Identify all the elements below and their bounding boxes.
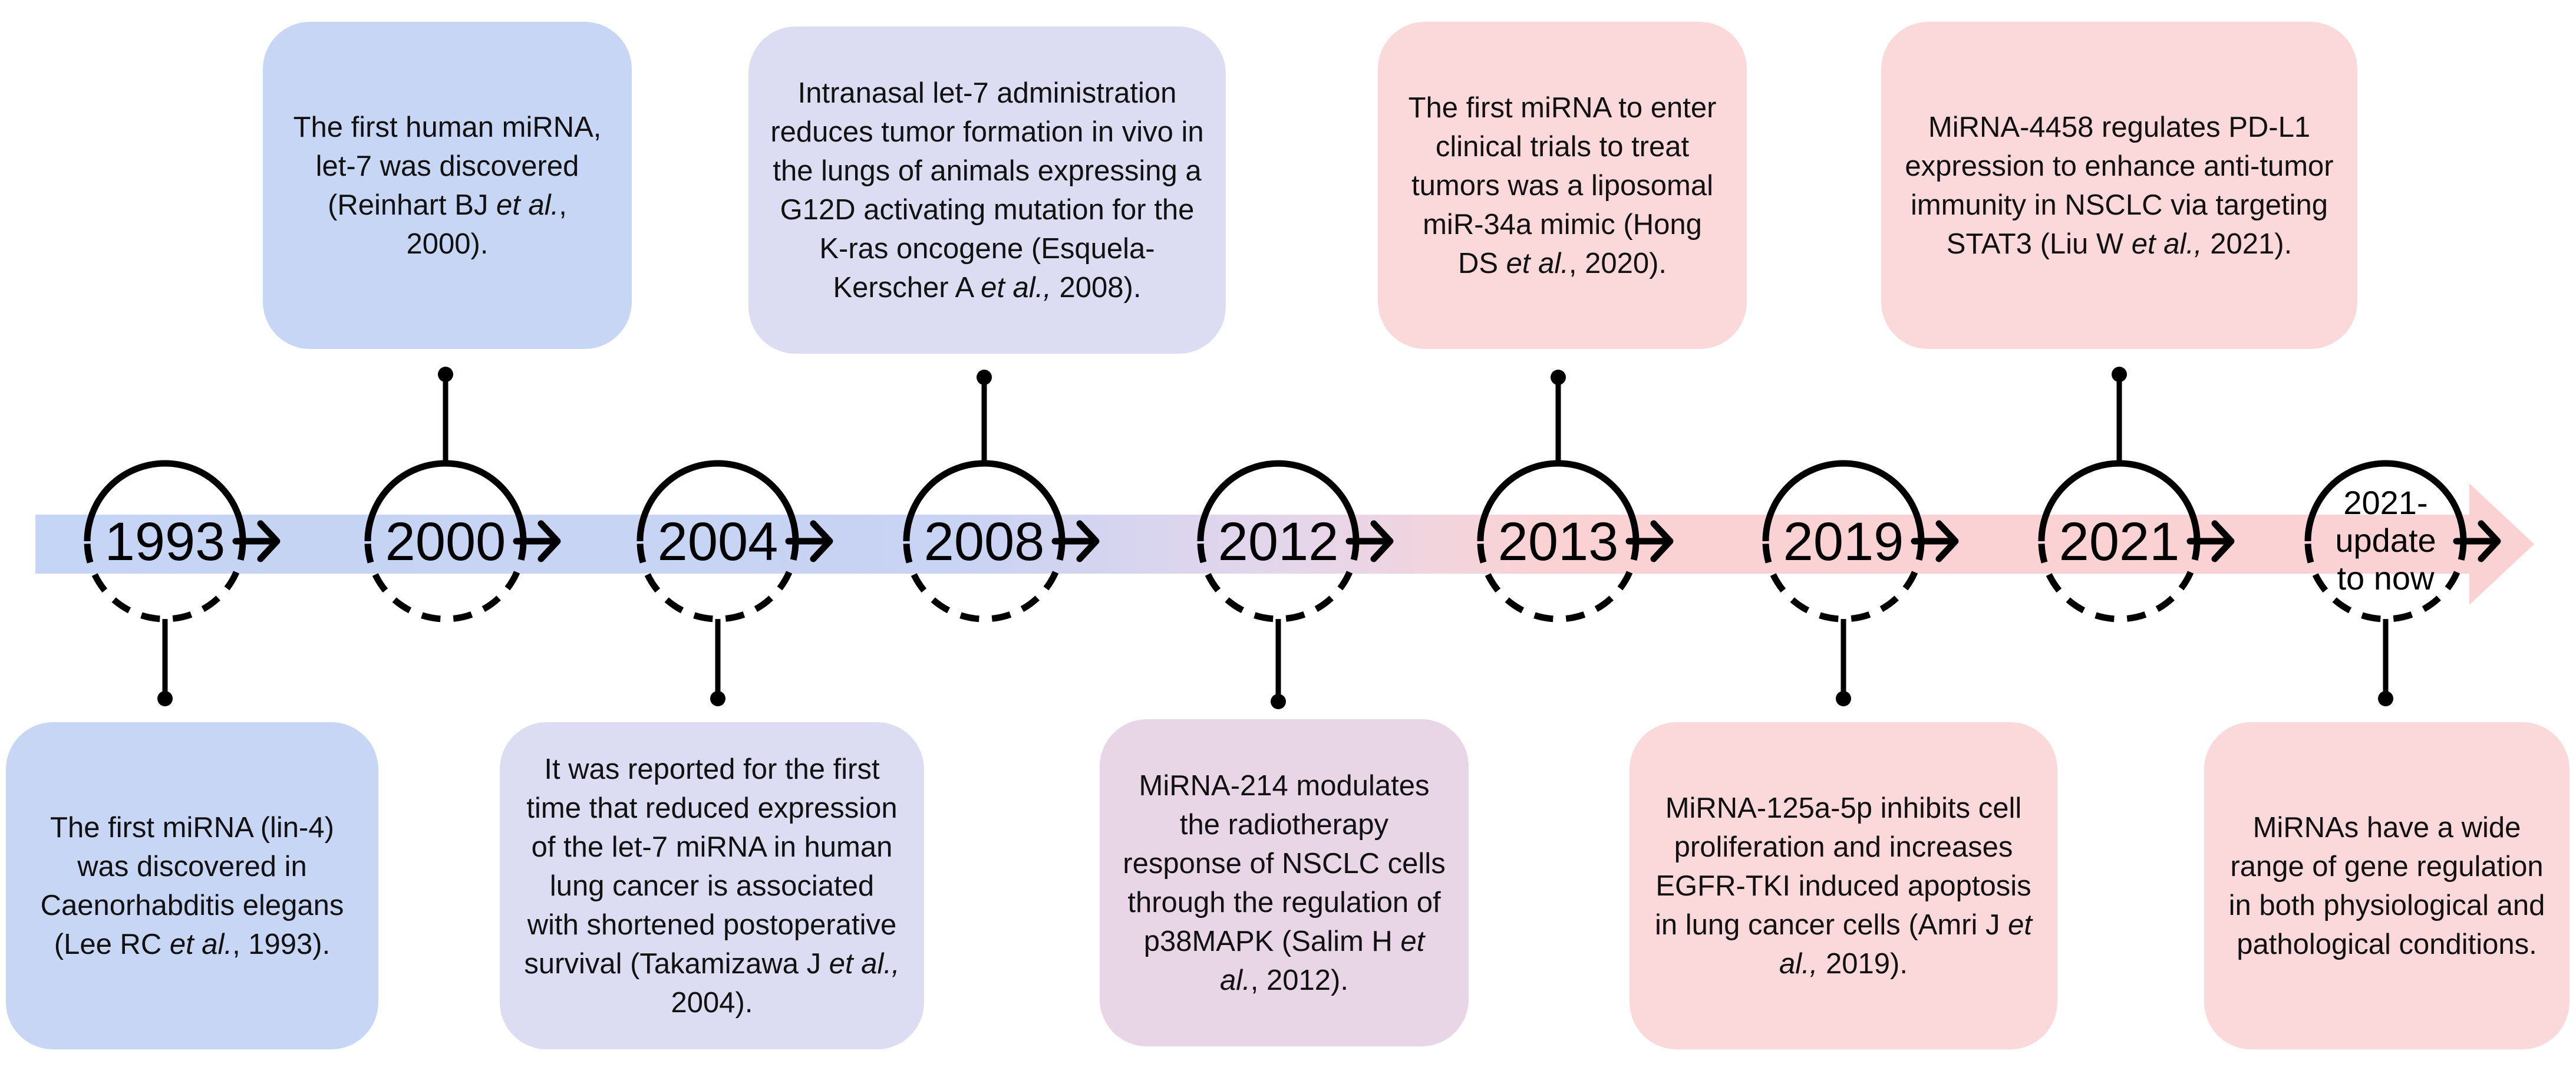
milestone-node: 1993: [84, 460, 281, 706]
event-text: MiRNA-4458 regulates PD-L1 expression to…: [1905, 111, 2334, 260]
node-bottom-dashed-arc: [84, 541, 246, 623]
node-top-arc: [1197, 460, 1360, 542]
event-description: MiRNA-125a-5p inhibits cell proliferatio…: [1630, 789, 2057, 983]
node-arrow-icon: [1625, 520, 1674, 562]
event-card: Intranasal let-7 administration reduces …: [748, 27, 1226, 354]
event-card: The first miRNA (lin-4) was discovered i…: [6, 722, 378, 1049]
node-top-arc: [2304, 460, 2467, 542]
event-citation-year: 2008).: [1051, 271, 1142, 304]
milestone-node: 2013: [1477, 370, 1674, 623]
event-description: MiRNA-4458 regulates PD-L1 expression to…: [1881, 108, 2357, 264]
event-citation-etal: et al.: [169, 928, 233, 960]
node-arrow-icon: [1051, 520, 1100, 562]
milestone-node: 2019: [1762, 460, 1959, 706]
event-card: MiRNAs have a wide range of gene regulat…: [2204, 722, 2570, 1049]
event-card: The first miRNA to enter clinical trials…: [1378, 22, 1747, 349]
event-text: Intranasal let-7 administration reduces …: [770, 77, 1204, 304]
connector-dot: [1551, 370, 1566, 385]
connector-dot: [1271, 694, 1286, 709]
event-citation-year: , 2000).: [406, 189, 567, 260]
node-bottom-dashed-arc: [1197, 541, 1360, 623]
node-arrow-icon: [1911, 520, 1959, 562]
event-text: The first human miRNA, let-7 was discove…: [293, 111, 602, 221]
event-citation-etal: et al.: [1220, 925, 1425, 996]
event-citation-year: , 1993).: [232, 928, 331, 960]
node-top-arc: [636, 460, 799, 542]
event-card: MiRNA-125a-5p inhibits cell proliferatio…: [1630, 722, 2057, 1049]
event-card: The first human miRNA, let-7 was discove…: [263, 22, 632, 349]
year-label: 1993: [105, 512, 226, 572]
event-citation-etal: et al.,: [1779, 908, 2032, 980]
event-card: MiRNA-214 modulates the radiotherapy res…: [1100, 719, 1469, 1046]
event-text: The first miRNA (lin-4) was discovered i…: [40, 811, 344, 960]
node-bottom-dashed-arc: [1477, 541, 1640, 623]
year-label: 2000: [385, 512, 506, 572]
event-citation-year: 2004).: [671, 986, 753, 1019]
milestone-nodes: 1993 2000 2004 2008 2012 2013 2019 2021 2021-upd…: [84, 367, 2501, 709]
event-citation-etal: et al.: [1506, 247, 1569, 279]
node-bottom-dashed-arc: [2038, 541, 2201, 623]
milestone-node: 2000: [364, 367, 561, 623]
connector-dot: [157, 691, 173, 706]
milestone-node: 2004: [636, 460, 833, 706]
year-label: 2019: [1783, 512, 1904, 572]
year-label-line: 2021-: [2343, 484, 2427, 521]
year-label-line: update: [2335, 522, 2436, 559]
event-citation-year: 2021).: [2202, 228, 2293, 260]
event-citation-etal: et al.,: [829, 947, 900, 980]
node-top-arc: [1762, 460, 1925, 542]
node-arrow-icon: [785, 520, 833, 562]
node-arrow-icon: [513, 520, 561, 562]
connector-dot: [710, 691, 725, 706]
event-text: MiRNAs have a wide range of gene regulat…: [2228, 811, 2545, 960]
timeline-band-arrow: [35, 483, 2534, 605]
node-top-arc: [84, 460, 246, 542]
node-arrow-icon: [2186, 520, 2235, 562]
event-description: MiRNAs have a wide range of gene regulat…: [2204, 808, 2570, 964]
node-bottom-dashed-arc: [2304, 541, 2467, 623]
event-description: Intranasal let-7 administration reduces …: [748, 74, 1226, 307]
event-description: It was reported for the first time that …: [500, 750, 924, 1022]
event-text: MiRNA-125a-5p inhibits cell proliferatio…: [1655, 792, 2031, 941]
event-description: The first human miRNA, let-7 was discove…: [263, 108, 632, 264]
event-citation-year: 2019).: [1818, 947, 1908, 980]
node-bottom-dashed-arc: [1762, 541, 1925, 623]
event-description: MiRNA-214 modulates the radiotherapy res…: [1100, 766, 1469, 1000]
node-bottom-dashed-arc: [364, 541, 527, 623]
year-label: 2021: [2059, 512, 2180, 572]
event-citation-year: , 2012).: [1250, 964, 1348, 996]
event-description: The first miRNA (lin-4) was discovered i…: [6, 808, 378, 964]
event-card: It was reported for the first time that …: [500, 722, 924, 1049]
connector-dot: [438, 367, 453, 382]
event-text: It was reported for the first time that …: [524, 753, 898, 980]
milestone-node: 2008: [903, 370, 1100, 623]
year-label: 2008: [924, 512, 1045, 572]
year-label: 2004: [658, 512, 779, 572]
year-label-line: to now: [2337, 559, 2435, 597]
connector-dot: [977, 370, 992, 385]
event-card: MiRNA-4458 regulates PD-L1 expression to…: [1881, 22, 2357, 349]
milestone-node: 2012: [1197, 460, 1394, 709]
event-text: MiRNA-214 modulates the radiotherapy res…: [1123, 769, 1446, 957]
node-arrow-icon: [232, 520, 281, 562]
year-label: 2013: [1498, 512, 1619, 572]
event-citation-etal: et al.,: [2131, 228, 2202, 260]
event-text: The first miRNA to enter clinical trials…: [1408, 91, 1717, 279]
connector-dot: [2112, 367, 2127, 382]
year-label: 2012: [1218, 512, 1339, 572]
node-arrow-icon: [2453, 520, 2501, 562]
event-citation-etal: et al.,: [981, 271, 1051, 304]
event-citation-etal: et al.: [496, 189, 559, 221]
milestone-node: 2021: [2038, 367, 2235, 623]
connector-dot: [2378, 691, 2393, 706]
node-bottom-dashed-arc: [636, 541, 799, 623]
event-citation-year: , 2020).: [1568, 247, 1667, 279]
connector-dot: [1836, 691, 1851, 706]
event-description: The first miRNA to enter clinical trials…: [1378, 88, 1747, 283]
node-bottom-dashed-arc: [903, 541, 1066, 623]
node-arrow-icon: [1345, 520, 1394, 562]
